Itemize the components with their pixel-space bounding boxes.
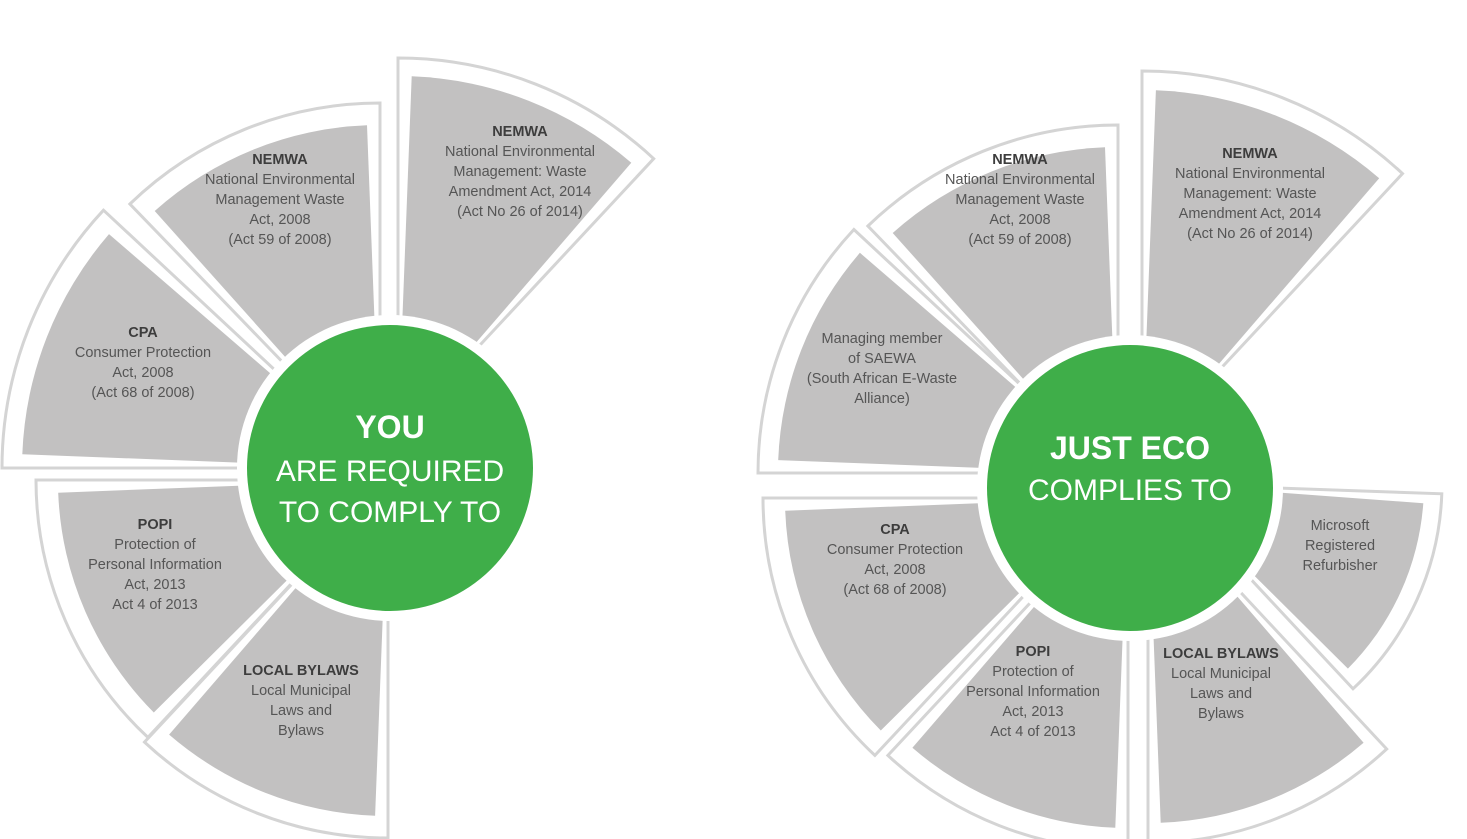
segment-line: Laws and: [1190, 686, 1252, 702]
segment-line: Management: Waste: [1183, 186, 1316, 202]
hub-circle: [247, 325, 533, 611]
segment-line: Local Municipal: [251, 683, 351, 699]
segment-line: Personal Information: [88, 557, 222, 573]
segment-line: Act 4 of 2013: [990, 724, 1075, 740]
segment-line: Act, 2008: [249, 212, 310, 228]
segment-line: (Act No 26 of 2014): [457, 204, 583, 220]
segment-line: Protection of: [114, 537, 196, 553]
segment-line: National Environmental: [945, 172, 1095, 188]
segment-line: Consumer Protection: [75, 345, 211, 361]
segment-line: Alliance): [854, 391, 910, 407]
segment-line: Refurbisher: [1303, 558, 1378, 574]
segment-line: (Act 59 of 2008): [968, 232, 1071, 248]
segment-title: CPA: [880, 522, 910, 538]
segment-title: NEMWA: [1222, 146, 1278, 162]
segment-line: Act, 2008: [864, 562, 925, 578]
segment-line: Bylaws: [278, 723, 324, 739]
segment-line: National Environmental: [445, 144, 595, 160]
segment-title: POPI: [1016, 644, 1051, 660]
segment-line: Act, 2013: [1002, 704, 1063, 720]
segment-line: Microsoft: [1311, 518, 1370, 534]
segment-line: Act 4 of 2013: [112, 597, 197, 613]
segment-title: NEMWA: [252, 152, 308, 168]
segment-line: Personal Information: [966, 684, 1100, 700]
hub-text-line1: JUST ECO: [1050, 430, 1210, 466]
segment-line: (South African E-Waste: [807, 371, 957, 387]
segment-title: POPI: [138, 517, 173, 533]
segment-line: (Act No 26 of 2014): [1187, 226, 1313, 242]
segment-line: Management Waste: [215, 192, 344, 208]
segment-line: Amendment Act, 2014: [1179, 206, 1322, 222]
segment-line: of SAEWA: [848, 351, 916, 367]
hub: JUST ECO COMPLIES TO: [977, 335, 1283, 641]
segment-title: LOCAL BYLAWS: [243, 663, 359, 679]
hub-text-line2: ARE REQUIRED: [276, 455, 504, 488]
segment-line: Managing member: [822, 331, 943, 347]
hub-text-line3: TO COMPLY TO: [279, 496, 501, 529]
segment-line: Amendment Act, 2014: [449, 184, 592, 200]
segment-line: National Environmental: [1175, 166, 1325, 182]
segment-line: National Environmental: [205, 172, 355, 188]
segment-line: (Act 59 of 2008): [228, 232, 331, 248]
segment-line: Consumer Protection: [827, 542, 963, 558]
segment-line: Bylaws: [1198, 706, 1244, 722]
segment-line: Management: Waste: [453, 164, 586, 180]
segment-line: Protection of: [992, 664, 1074, 680]
segment-line: (Act 68 of 2008): [91, 385, 194, 401]
hub-text-line1: YOU: [355, 409, 424, 445]
segment-title: LOCAL BYLAWS: [1163, 646, 1279, 662]
segment-line: Local Municipal: [1171, 666, 1271, 682]
segment-title: NEMWA: [992, 152, 1048, 168]
segment-title: CPA: [128, 325, 158, 341]
segment-line: Management Waste: [955, 192, 1084, 208]
segment-line: (Act 68 of 2008): [843, 582, 946, 598]
segment-line: Laws and: [270, 703, 332, 719]
hub: YOU ARE REQUIRED TO COMPLY TO: [237, 315, 543, 621]
segment-line: Act, 2013: [124, 577, 185, 593]
segment-line: Act, 2008: [989, 212, 1050, 228]
segment-line: Act, 2008: [112, 365, 173, 381]
hub-circle: [987, 345, 1273, 631]
segment-line: Registered: [1305, 538, 1375, 554]
hub-text-line2: COMPLIES TO: [1028, 474, 1232, 507]
segment-title: NEMWA: [492, 124, 548, 140]
